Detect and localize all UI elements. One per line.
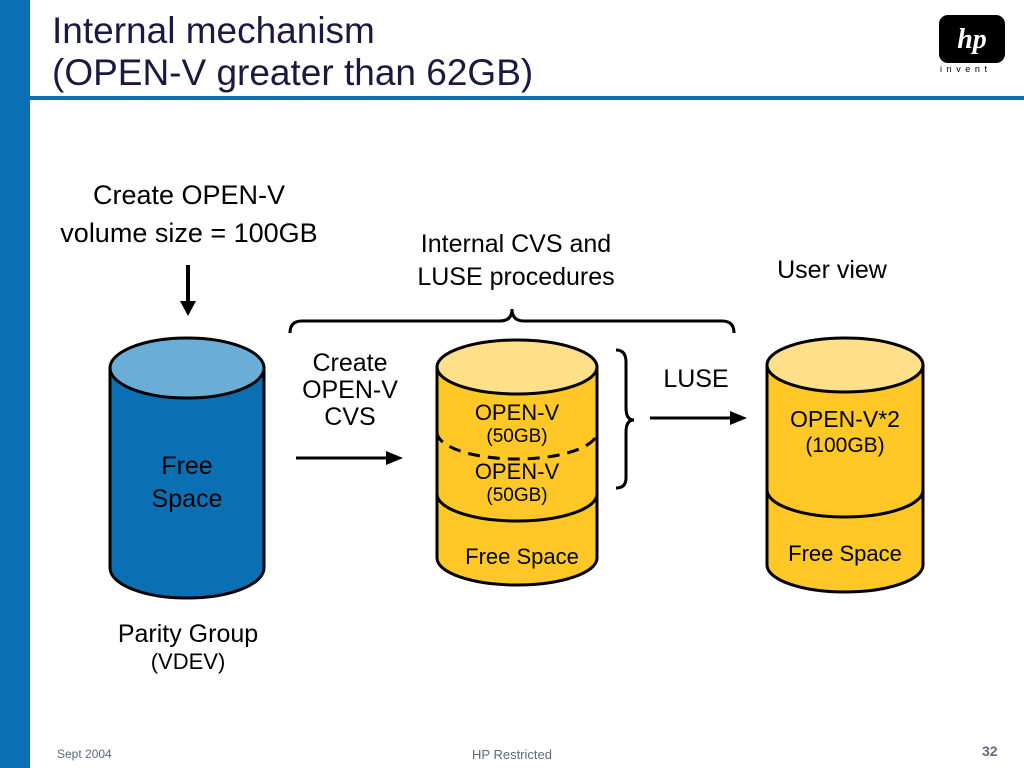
user-view-label: User view <box>777 256 887 284</box>
user-view-divider <box>765 489 925 519</box>
page-number: 32 <box>982 743 998 759</box>
user-view-cylinder <box>765 336 925 594</box>
cvs-segment-2: OPEN-V (50GB) <box>437 459 597 507</box>
cvs-cylinder <box>435 338 599 587</box>
create-cvs-label: Create OPEN-V CVS <box>280 350 420 431</box>
down-arrow <box>180 265 196 316</box>
create-cvs-line-3: CVS <box>324 403 376 431</box>
user-view-segment: OPEN-V*2 (100GB) <box>767 405 923 459</box>
user-view-free-space: Free Space <box>788 541 902 566</box>
procedures-brace <box>288 308 736 334</box>
create-cvs-line-2: OPEN-V <box>302 376 398 404</box>
left-accent-bar <box>0 0 30 768</box>
hp-logo-text: hp <box>957 24 987 55</box>
create-volume-line-2: volume size = 100GB <box>60 218 318 248</box>
cvs-segment-2-name: OPEN-V <box>474 459 560 484</box>
parity-group-caption: Parity Group (VDEV) <box>78 619 298 675</box>
cvs-segment-1-name: OPEN-V <box>474 400 560 425</box>
user-view-segment-size: (100GB) <box>805 434 885 457</box>
cvs-segment-1-size: (50GB) <box>486 426 548 447</box>
create-cvs-line-1: Create <box>312 349 388 377</box>
create-volume-label: Create OPEN-V volume size = 100GB <box>30 176 348 252</box>
footer-date: Sept 2004 <box>57 747 112 761</box>
title-line-1: Internal mechanism <box>52 10 375 51</box>
parity-group-caption-line-1: Parity Group <box>117 620 259 648</box>
page-title: Internal mechanism (OPEN-V greater than … <box>52 10 533 94</box>
cvs-divider-dashed <box>435 431 599 461</box>
parity-group-cylinder <box>108 336 266 600</box>
create-cvs-arrow <box>296 451 403 465</box>
parity-cylinder-label: Free Space <box>110 450 264 516</box>
cvs-segment-2-size: (50GB) <box>486 485 548 506</box>
luse-arrow <box>650 411 747 425</box>
cvs-segment-1: OPEN-V (50GB) <box>437 400 597 448</box>
title-rule <box>30 96 1024 100</box>
procedures-line-2: LUSE procedures <box>417 263 615 291</box>
footer-classification: HP Restricted <box>472 747 552 762</box>
cvs-free-space: Free Space <box>465 544 579 569</box>
parity-cylinder-line-1: Free <box>161 452 213 480</box>
title-line-2: (OPEN-V greater than 62GB) <box>52 52 534 93</box>
create-volume-line-1: Create OPEN-V <box>92 180 286 210</box>
luse-brace <box>615 348 635 490</box>
user-view-segment-name: OPEN-V*2 <box>790 406 900 432</box>
luse-label: LUSE <box>663 365 729 393</box>
hp-logo: hp <box>939 15 1005 63</box>
parity-cylinder-line-2: Space <box>151 485 223 513</box>
procedures-label: Internal CVS and LUSE procedures <box>380 228 652 294</box>
cvs-divider-solid <box>435 493 599 523</box>
parity-group-caption-line-2: (VDEV) <box>150 649 226 674</box>
procedures-line-1: Internal CVS and <box>420 230 612 258</box>
logo-tagline: invent <box>940 64 992 74</box>
